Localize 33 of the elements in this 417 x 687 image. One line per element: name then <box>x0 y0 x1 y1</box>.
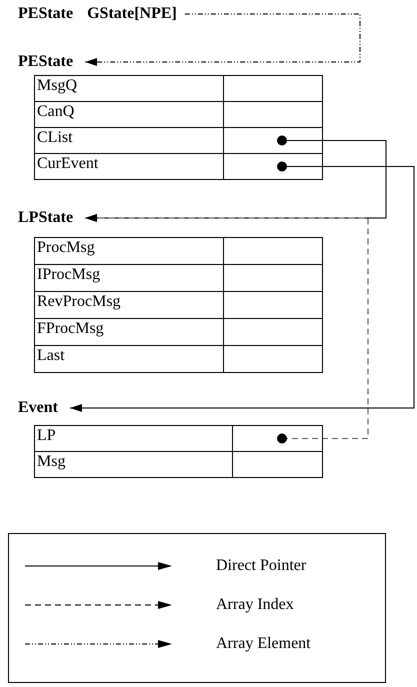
table-row <box>34 153 323 180</box>
table-row <box>34 345 323 373</box>
field-name: IProcMsg <box>35 265 224 291</box>
legend-text: Array Element <box>216 634 311 654</box>
legend-text: Array Index <box>216 595 294 615</box>
arrow <box>84 14 360 66</box>
table-row <box>34 101 323 128</box>
field-name: Last <box>35 346 224 372</box>
field-name: MsgQ <box>35 76 224 101</box>
table-row <box>34 237 323 265</box>
legend-text: Direct Pointer <box>216 556 306 576</box>
struct-heading: LPState <box>18 208 74 228</box>
field-name: FProcMsg <box>35 319 224 345</box>
arrow <box>70 162 414 412</box>
field-name: CurEvent <box>35 154 224 179</box>
struct-heading: PEState <box>18 52 74 72</box>
field-name: RevProcMsg <box>35 292 224 318</box>
table-row <box>34 264 323 292</box>
struct-heading: Event <box>18 398 58 418</box>
table-row <box>34 451 323 478</box>
field-name: CList <box>35 128 224 153</box>
table-row <box>34 318 323 346</box>
struct-heading: PEState <box>18 4 74 24</box>
field-name: ProcMsg <box>35 238 224 264</box>
table-row <box>34 75 323 102</box>
table-row <box>34 291 323 319</box>
table-row <box>34 425 323 452</box>
field-name: Msg <box>35 452 233 477</box>
table-row <box>34 127 323 154</box>
struct-heading: GState[NPE] <box>87 4 177 24</box>
arrow <box>84 214 368 444</box>
field-name: CanQ <box>35 102 224 127</box>
field-name: LP <box>35 426 233 451</box>
